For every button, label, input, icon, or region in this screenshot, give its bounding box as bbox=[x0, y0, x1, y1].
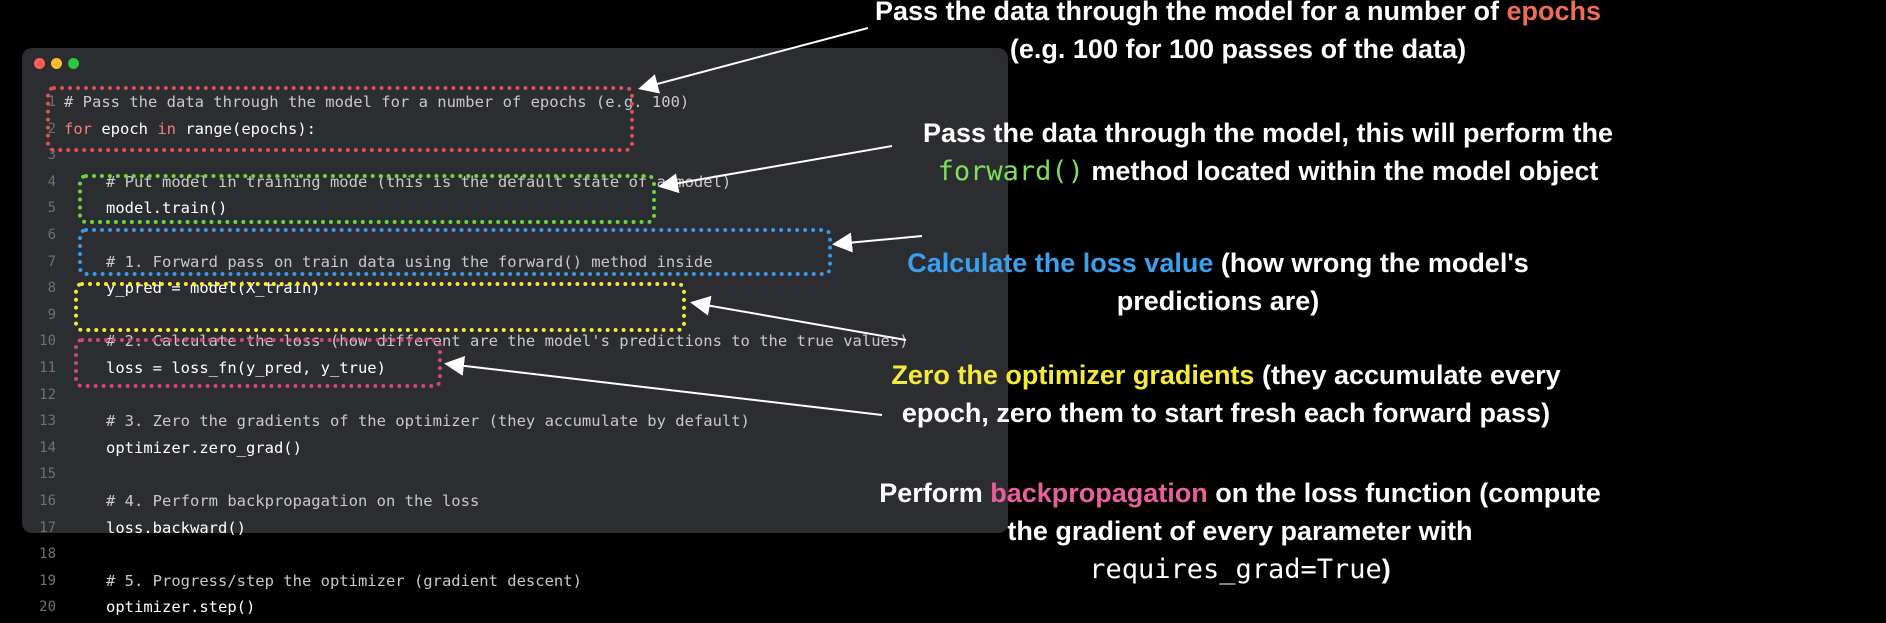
annotation-backprop-code: requires_grad=True bbox=[1089, 554, 1382, 585]
code-text[interactable]: # 1. Forward pass on train data using th… bbox=[106, 252, 713, 271]
code-text[interactable]: optimizer.step() bbox=[106, 598, 256, 617]
annotation-backprop: Perform backpropagation on the loss func… bbox=[830, 474, 1650, 589]
annotation-forward-text: Pass the data through the model, this wi… bbox=[922, 118, 1614, 148]
annotation-zero-grad: Zero the optimizer gradients (they accum… bbox=[816, 356, 1636, 432]
code-token: range(epochs): bbox=[176, 119, 316, 138]
highlight-zero-grad bbox=[74, 282, 686, 332]
highlight-forward-pass bbox=[78, 174, 656, 224]
line-number: 13 bbox=[39, 413, 56, 430]
annotation-backprop-text-3: the gradient of every parameter with bbox=[1007, 516, 1473, 546]
line-number: 7 bbox=[47, 253, 56, 270]
code-text[interactable]: loss = loss_fn(y_pred, y_true) bbox=[106, 359, 386, 377]
code-editor-window bbox=[22, 48, 1008, 533]
window-controls bbox=[34, 58, 79, 69]
annotation-loss: Calculate the loss value (how wrong the … bbox=[808, 244, 1628, 320]
code-text[interactable]: # Pass the data through the model for a … bbox=[64, 93, 690, 111]
annotation-forward-text-2: method located within the model object bbox=[1083, 156, 1599, 186]
annotation-backprop-text-2: on the loss function (compute bbox=[1207, 478, 1601, 508]
annotation-loss-text-2: predictions are) bbox=[1116, 286, 1320, 316]
line-number: 5 bbox=[47, 200, 56, 217]
code-text[interactable]: # 3. Zero the gradients of the optimizer… bbox=[106, 412, 750, 431]
code-text[interactable]: model.train() bbox=[106, 199, 228, 218]
maximize-window-button[interactable] bbox=[68, 58, 79, 69]
line-number: 16 bbox=[39, 493, 56, 509]
line-number: 14 bbox=[39, 439, 56, 456]
line-number: 6 bbox=[47, 227, 56, 243]
code-token: in bbox=[157, 119, 176, 138]
code-text[interactable]: optimizer.zero_grad() bbox=[106, 438, 302, 457]
line-number: 11 bbox=[39, 360, 56, 376]
highlight-backpropagation bbox=[74, 338, 442, 388]
code-text[interactable]: # 4. Perform backpropagation on the loss bbox=[106, 492, 480, 510]
line-number: 10 bbox=[39, 333, 56, 350]
line-number: 1 bbox=[47, 94, 56, 110]
annotation-zero-grad-text: (they accumulate every bbox=[1254, 360, 1561, 390]
line-number: 20 bbox=[39, 599, 56, 616]
line-number: 8 bbox=[47, 280, 56, 297]
annotation-forward: Pass the data through the model, this wi… bbox=[858, 114, 1678, 191]
highlight-epoch-loop bbox=[46, 86, 634, 152]
annotation-backprop-text: Perform bbox=[879, 478, 991, 508]
annotation-epochs-text-2: (e.g. 100 for 100 passes of the data) bbox=[1009, 34, 1467, 64]
line-number: 2 bbox=[47, 120, 56, 137]
code-token: epoch bbox=[92, 119, 158, 138]
line-number: 4 bbox=[47, 173, 56, 190]
annotation-forward-code: forward() bbox=[937, 156, 1084, 187]
line-number: 18 bbox=[39, 546, 56, 563]
code-text[interactable]: # 5. Progress/step the optimizer (gradie… bbox=[106, 571, 582, 590]
annotation-epochs-highlight: epochs bbox=[1506, 0, 1602, 26]
line-number: 12 bbox=[39, 386, 56, 403]
code-text[interactable]: for epoch in range(epochs): bbox=[64, 113, 316, 145]
line-number: 19 bbox=[39, 572, 56, 589]
minimize-window-button[interactable] bbox=[51, 58, 62, 69]
annotation-zero-grad-highlight: Zero the optimizer gradients bbox=[891, 360, 1255, 390]
annotation-epochs: Pass the data through the model for a nu… bbox=[828, 0, 1648, 68]
line-number: 15 bbox=[39, 466, 56, 483]
code-text[interactable]: loss.backward() bbox=[106, 518, 246, 537]
annotation-backprop-highlight: backpropagation bbox=[990, 478, 1208, 508]
line-number: 9 bbox=[47, 306, 56, 323]
annotation-backprop-close: ) bbox=[1381, 554, 1391, 584]
annotation-loss-highlight: Calculate the loss value bbox=[907, 248, 1214, 278]
highlight-calculate-loss bbox=[78, 228, 832, 276]
line-number: 3 bbox=[47, 147, 56, 164]
annotation-epochs-text: Pass the data through the model for a nu… bbox=[874, 0, 1507, 26]
annotation-zero-grad-text-2: epoch, zero them to start fresh each for… bbox=[901, 398, 1551, 428]
code-token: for bbox=[64, 119, 92, 138]
close-window-button[interactable] bbox=[34, 58, 45, 69]
annotation-loss-text: (how wrong the model's bbox=[1213, 248, 1529, 278]
line-number: 17 bbox=[39, 519, 56, 536]
